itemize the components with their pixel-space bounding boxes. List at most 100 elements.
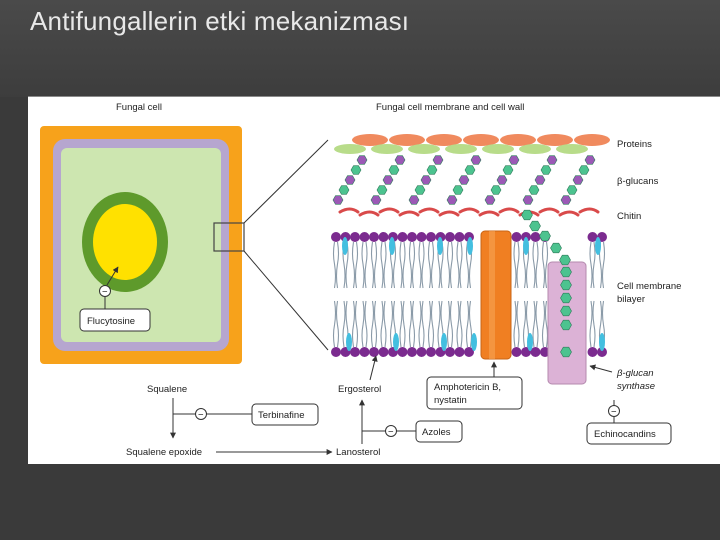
- lipid-tail-bottom: [456, 300, 460, 348]
- flucytosine-label: Flucytosine: [87, 316, 135, 327]
- lipid-tail-top: [380, 241, 384, 289]
- lipid-tail-bottom: [380, 300, 384, 348]
- lipid-head-bottom: [397, 347, 408, 357]
- slide-footer-background: [0, 464, 720, 540]
- ergosterol-top: [342, 237, 348, 255]
- protein-bottom: [371, 144, 403, 154]
- lipid-tail-bottom: [408, 300, 413, 348]
- ergosterol-top: [523, 237, 529, 255]
- lipid-head-top: [359, 232, 370, 242]
- nucleus: [93, 204, 157, 280]
- glucan-unit: [584, 155, 596, 165]
- lipid-tail-top: [430, 241, 435, 289]
- protein-top: [574, 134, 610, 146]
- synthase-pointer: [589, 364, 613, 373]
- ergosterol-top: [437, 237, 443, 255]
- lipid-tail-top: [418, 241, 422, 289]
- protein-bottom: [334, 144, 366, 154]
- lipid-tail-top: [592, 241, 596, 289]
- label-ergosterol: Ergosterol: [338, 384, 381, 395]
- protein-bottom: [445, 144, 477, 154]
- glucan-unit: [420, 175, 432, 185]
- chitin-fiber: [498, 207, 520, 214]
- lipid-tail-bottom: [532, 300, 536, 348]
- glucan-unit: [464, 165, 476, 175]
- azoles-box: [415, 420, 463, 443]
- flucytosine-arrow: [106, 266, 119, 286]
- lipid-tail-top: [516, 241, 520, 289]
- lipid-tail-top: [513, 241, 517, 289]
- label-squalene: Squalene: [147, 384, 187, 395]
- protein-top: [463, 134, 499, 146]
- lipid-tail-bottom: [351, 300, 356, 348]
- glucan-unit: [534, 175, 546, 185]
- lipid-tail-top: [446, 241, 451, 289]
- lipid-tail-top: [541, 241, 546, 289]
- chitin-fiber: [358, 210, 380, 217]
- lipid-tail-bottom: [402, 300, 406, 348]
- glucan-unit: [376, 185, 388, 195]
- glucan-unit: [332, 195, 344, 205]
- synthase-glucan-unit: [560, 319, 572, 331]
- lipid-head-bottom: [530, 347, 541, 357]
- zoom-line-bottom: [243, 250, 329, 351]
- label-proteins: Proteins: [617, 139, 652, 150]
- synthase-glucan-unit: [529, 220, 541, 232]
- glucan-unit: [508, 155, 520, 165]
- amphotericin-label-1: Amphotericin B,: [434, 382, 501, 393]
- lipid-tail-top: [456, 241, 460, 289]
- echinocandins-label: Echinocandins: [594, 429, 656, 440]
- lipid-head-bottom: [445, 347, 455, 357]
- lipid-tail-bottom: [370, 300, 375, 348]
- synthase-glucan-unit: [560, 346, 572, 358]
- ergosterol-bottom: [471, 333, 477, 351]
- lipid-tail-top: [399, 241, 403, 289]
- glucan-unit: [528, 185, 540, 195]
- lipid-tail-bottom: [465, 300, 470, 348]
- lipid-head-bottom: [587, 347, 598, 357]
- amphotericin-label-2: nystatin: [434, 395, 467, 406]
- chitin-fiber: [418, 207, 440, 214]
- heading-fungal-cell: Fungal cell: [116, 102, 162, 113]
- lipid-tail-top: [402, 241, 406, 289]
- lipid-head-top: [445, 232, 455, 242]
- lipid-head-top: [511, 232, 522, 242]
- protein-top: [426, 134, 462, 146]
- ergosterol-to-membrane-arrow: [369, 355, 378, 381]
- protein-top: [389, 134, 425, 146]
- lipid-head-top: [454, 232, 465, 242]
- lipid-tail-bottom: [541, 300, 546, 348]
- glucan-unit: [572, 175, 584, 185]
- glucan-unit: [502, 165, 514, 175]
- protein-bottom: [556, 144, 588, 154]
- synthase-glucan-unit: [560, 266, 572, 278]
- lipid-head-top: [416, 232, 427, 242]
- echinocandins-box: [586, 422, 672, 445]
- lipid-tail-top: [589, 241, 593, 289]
- synthase-glucan-unit: [560, 279, 572, 291]
- zoom-line-top: [243, 139, 329, 224]
- lipid-head-top: [426, 232, 436, 242]
- diagram-panel: Fungal cell Fungal cell membrane and cel…: [28, 97, 720, 464]
- glucan-unit: [426, 165, 438, 175]
- lipid-tail-bottom: [592, 300, 596, 348]
- label-squalene-epoxide: Squalene epoxide: [126, 447, 202, 458]
- glucan-unit: [496, 175, 508, 185]
- lipid-head-bottom: [378, 347, 389, 357]
- slide-title: Antifungallerin etki mekanizması: [30, 6, 410, 36]
- lipid-head-bottom: [511, 347, 522, 357]
- lipid-tail-bottom: [589, 300, 593, 348]
- chitin-fiber: [478, 210, 500, 217]
- lipid-tail-bottom: [544, 300, 549, 348]
- lipid-tail-top: [535, 241, 539, 289]
- lipid-tail-top: [459, 241, 463, 289]
- amphotericin-box: [426, 376, 523, 410]
- chitin-fiber: [338, 207, 360, 214]
- synthase-glucan-unit: [559, 254, 571, 266]
- zoom-box: [213, 222, 245, 252]
- amphotericin-channel: [480, 230, 512, 360]
- lipid-tail-bottom: [399, 300, 403, 348]
- label-synthase-2: synthase: [617, 381, 655, 392]
- glucan-unit: [458, 175, 470, 185]
- glucan-unit: [356, 155, 368, 165]
